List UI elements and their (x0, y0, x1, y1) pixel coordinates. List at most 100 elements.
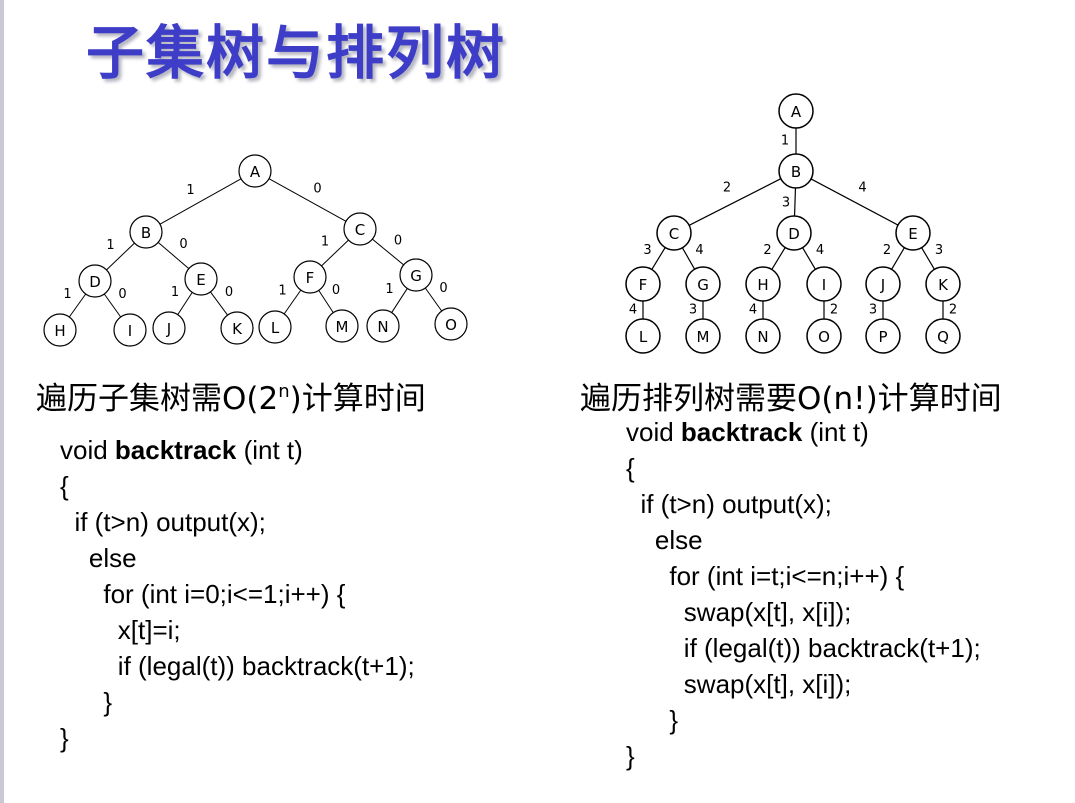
perm-node-label: J (880, 276, 885, 294)
subset-edge-label: 1 (321, 235, 329, 250)
code-line: for (int i=0;i<=1;i++) { (60, 579, 346, 609)
function-name: backtrack (680, 417, 803, 447)
subset-tree-caption: 遍历子集树需O(2n)计算时间 (36, 373, 426, 418)
perm-edge-label: 4 (858, 181, 866, 196)
subset-node-label: F (306, 269, 315, 287)
perm-node-label: O (818, 328, 830, 346)
perm-node-P: P (865, 318, 901, 354)
subset-edge-label: 0 (439, 281, 447, 296)
subset-node-C: C (343, 212, 377, 246)
subset-node-circle (113, 313, 147, 347)
perm-node-circle (685, 318, 721, 354)
slide-left-border (0, 0, 4, 803)
subset-edge-G-O (424, 287, 443, 312)
subset-node-circle (129, 215, 163, 249)
code-line: else (626, 525, 703, 555)
code-line: swap(x[t], x[i]); (626, 669, 852, 699)
perm-node-circle (625, 266, 661, 302)
subset-node-label: C (355, 221, 365, 239)
perm-node-circle (778, 153, 814, 189)
subset-node-B: B (129, 215, 163, 249)
subset-node-label: M (336, 318, 349, 336)
subset-node-label: J (166, 320, 171, 338)
perm-node-label: P (878, 328, 887, 346)
subset-edge-label: 0 (225, 285, 233, 300)
subset-node-label: I (128, 322, 132, 340)
subset-node-circle (293, 260, 327, 294)
subset-node-N: N (366, 309, 400, 343)
perm-node-circle (806, 318, 842, 354)
subset-node-circle (434, 307, 468, 341)
subset-node-label: H (54, 322, 65, 340)
code-line: } (60, 687, 113, 717)
subset-node-circle (238, 154, 272, 188)
perm-edge-label: 3 (869, 303, 877, 318)
subset-edge-F-M (318, 290, 334, 313)
perm-node-F: F (625, 266, 661, 302)
subset-node-I: I (113, 313, 147, 347)
perm-edge-B-E (810, 178, 899, 226)
perm-node-M: M (685, 318, 721, 354)
subset-node-circle (325, 309, 359, 343)
perm-node-label: E (908, 225, 917, 243)
perm-node-E: E (895, 215, 931, 251)
subset-node-label: L (271, 319, 280, 337)
code-line: { (60, 471, 69, 501)
perm-node-label: H (757, 276, 768, 294)
subset-node-label: O (445, 316, 457, 334)
subset-edge-label: 1 (186, 183, 194, 198)
perm-node-label: G (697, 276, 709, 294)
perm-edge-label: 2 (763, 243, 771, 258)
perm-node-circle (925, 266, 961, 302)
perm-node-circle (806, 266, 842, 302)
subset-node-O: O (434, 307, 468, 341)
subset-edge-label: 0 (313, 182, 321, 197)
subset-node-J: J (152, 311, 186, 345)
perm-edge-label: 3 (782, 196, 790, 211)
perm-node-H: H (745, 266, 781, 302)
perm-node-circle (865, 266, 901, 302)
perm-edge-D-H (771, 247, 786, 270)
subset-edge-label: 1 (385, 282, 393, 297)
subset-node-circle (258, 310, 292, 344)
subset-tree-code: void backtrack (int t) { if (t>n) output… (60, 432, 415, 756)
perm-edge-label: 4 (629, 303, 637, 318)
perm-node-Q: Q (925, 318, 961, 354)
perm-node-circle (776, 215, 812, 251)
perm-node-B: B (778, 153, 814, 189)
subset-edge-label: 0 (394, 234, 402, 249)
subset-node-label: B (141, 224, 151, 242)
perm-node-circle (778, 93, 814, 129)
perm-edge-E-K (921, 247, 935, 270)
subset-node-circle (152, 311, 186, 345)
function-name: backtrack (114, 435, 237, 465)
code-line: if (t>n) output(x); (626, 489, 832, 519)
perm-node-label: C (669, 225, 679, 243)
perm-node-label: K (938, 276, 949, 294)
subset-node-A: A (238, 154, 272, 188)
subset-node-circle (78, 264, 112, 298)
perm-node-label: B (791, 163, 801, 181)
perm-edge-E-J (891, 247, 905, 270)
perm-node-label: N (757, 328, 768, 346)
perm-node-label: F (639, 276, 648, 294)
perm-node-L: L (625, 318, 661, 354)
perm-edge-label: 2 (883, 243, 891, 258)
code-line: else (60, 543, 137, 573)
perm-node-G: G (685, 266, 721, 302)
perm-edge-label: 4 (695, 243, 703, 258)
perm-edge-label: 2 (830, 303, 838, 318)
perm-node-circle (925, 318, 961, 354)
perm-node-N: N (745, 318, 781, 354)
subset-node-circle (343, 212, 377, 246)
perm-node-circle (745, 318, 781, 354)
perm-edge-label: 3 (643, 243, 651, 258)
perm-edge-label: 1 (781, 134, 789, 149)
perm-node-circle (745, 266, 781, 302)
perm-edge-D-I (802, 247, 816, 270)
subset-node-circle (43, 313, 77, 347)
subset-edge-label: 1 (171, 285, 179, 300)
subset-caption-prefix: 遍历子集树需O(2 (36, 381, 279, 417)
